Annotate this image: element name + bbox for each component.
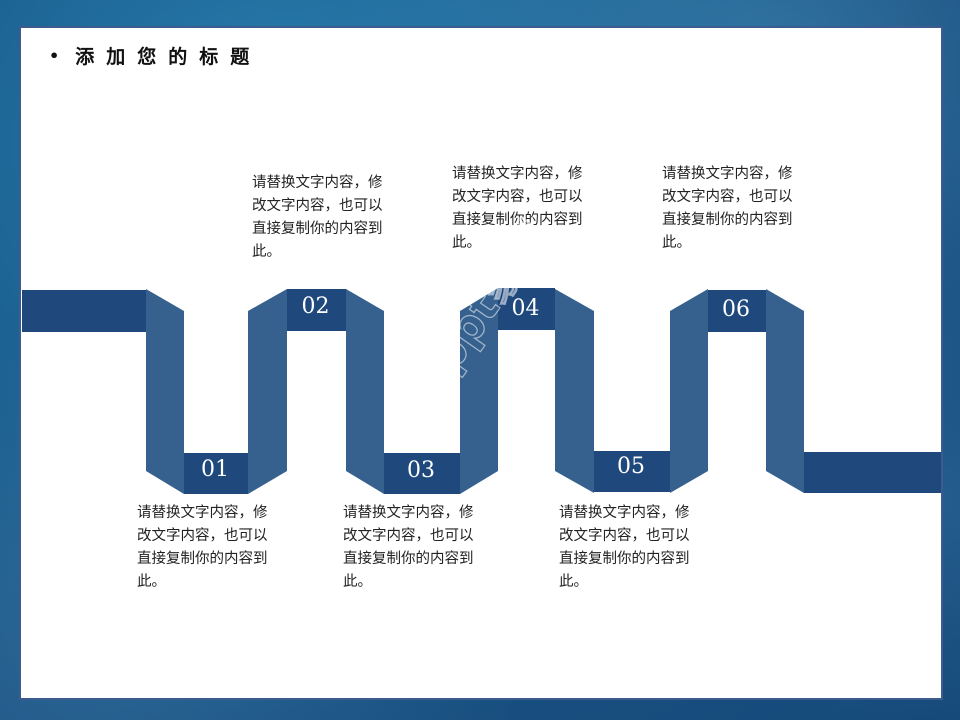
desc-line: 此。 bbox=[252, 244, 281, 260]
ribbon-band-7 bbox=[766, 289, 804, 493]
zigzag-ribbon bbox=[22, 288, 941, 494]
desc-line: 直接复制你的内容到 bbox=[452, 212, 583, 228]
ribbon-box-02 bbox=[287, 289, 346, 331]
step-description-06[interactable]: 请替换文字内容，修 改文字内容，也可以 直接复制你的内容到 此。 bbox=[662, 163, 812, 255]
step-description-05[interactable]: 请替换文字内容，修 改文字内容，也可以 直接复制你的内容到 此。 bbox=[559, 502, 709, 594]
ribbon-band-1 bbox=[146, 289, 184, 494]
step-description-01[interactable]: 请替换文字内容，修 改文字内容，也可以 直接复制你的内容到 此。 bbox=[137, 502, 287, 594]
desc-line: 改文字内容，也可以 bbox=[252, 198, 383, 214]
desc-line: 请替换文字内容，修 bbox=[662, 166, 793, 182]
desc-line: 此。 bbox=[137, 574, 166, 590]
desc-line: 请替换文字内容，修 bbox=[452, 166, 583, 182]
ribbon-box-05 bbox=[594, 451, 670, 492]
ribbon-band-4 bbox=[460, 288, 498, 494]
step-description-02[interactable]: 请替换文字内容，修 改文字内容，也可以 直接复制你的内容到 此。 bbox=[252, 172, 402, 264]
ribbon-end-bar bbox=[804, 452, 941, 493]
slide-title-text: 添加您的标题 bbox=[75, 46, 262, 68]
desc-line: 请替换文字内容，修 bbox=[252, 175, 383, 191]
slide-panel: • 添加您的标题 01 02 03 04 0 bbox=[19, 26, 943, 700]
desc-line: 此。 bbox=[452, 235, 481, 251]
desc-line: 此。 bbox=[662, 235, 691, 251]
ribbon-band-6 bbox=[670, 289, 708, 493]
desc-line: 请替换文字内容，修 bbox=[559, 505, 690, 521]
desc-line: 直接复制你的内容到 bbox=[252, 221, 383, 237]
desc-line: 此。 bbox=[559, 574, 588, 590]
desc-line: 改文字内容，也可以 bbox=[137, 528, 268, 544]
ribbon-start-bar bbox=[22, 290, 146, 332]
desc-line: 改文字内容，也可以 bbox=[662, 189, 793, 205]
ribbon-box-01 bbox=[184, 453, 248, 494]
ribbon-box-06 bbox=[708, 290, 766, 332]
step-number-04: 04 bbox=[511, 296, 540, 321]
step-number-06: 06 bbox=[722, 297, 750, 322]
ribbon-band-3 bbox=[346, 289, 384, 494]
desc-line: 直接复制你的内容到 bbox=[343, 551, 474, 567]
desc-line: 改文字内容，也可以 bbox=[343, 528, 474, 544]
desc-line: 此。 bbox=[343, 574, 372, 590]
bullet-icon: • bbox=[49, 46, 60, 65]
ribbon-band-5 bbox=[555, 289, 594, 493]
desc-line: 直接复制你的内容到 bbox=[662, 212, 793, 228]
desc-line: 改文字内容，也可以 bbox=[452, 189, 583, 205]
desc-line: 直接复制你的内容到 bbox=[137, 551, 268, 567]
step-description-03[interactable]: 请替换文字内容，修 改文字内容，也可以 直接复制你的内容到 此。 bbox=[343, 502, 493, 594]
desc-line: 改文字内容，也可以 bbox=[559, 528, 690, 544]
desc-line: 请替换文字内容，修 bbox=[137, 505, 268, 521]
step-number-05: 05 bbox=[617, 454, 645, 479]
slide-title[interactable]: • 添加您的标题 bbox=[49, 42, 261, 69]
step-number-03: 03 bbox=[407, 458, 435, 483]
step-number-01: 01 bbox=[201, 457, 229, 482]
step-description-04[interactable]: 请替换文字内容，修 改文字内容，也可以 直接复制你的内容到 此。 bbox=[452, 163, 602, 255]
ribbon-box-04 bbox=[498, 288, 555, 330]
step-number-02: 02 bbox=[301, 294, 330, 319]
ribbon-box-03 bbox=[384, 453, 460, 494]
desc-line: 直接复制你的内容到 bbox=[559, 551, 690, 567]
ribbon-band-2 bbox=[248, 289, 287, 494]
desc-line: 请替换文字内容，修 bbox=[343, 505, 474, 521]
